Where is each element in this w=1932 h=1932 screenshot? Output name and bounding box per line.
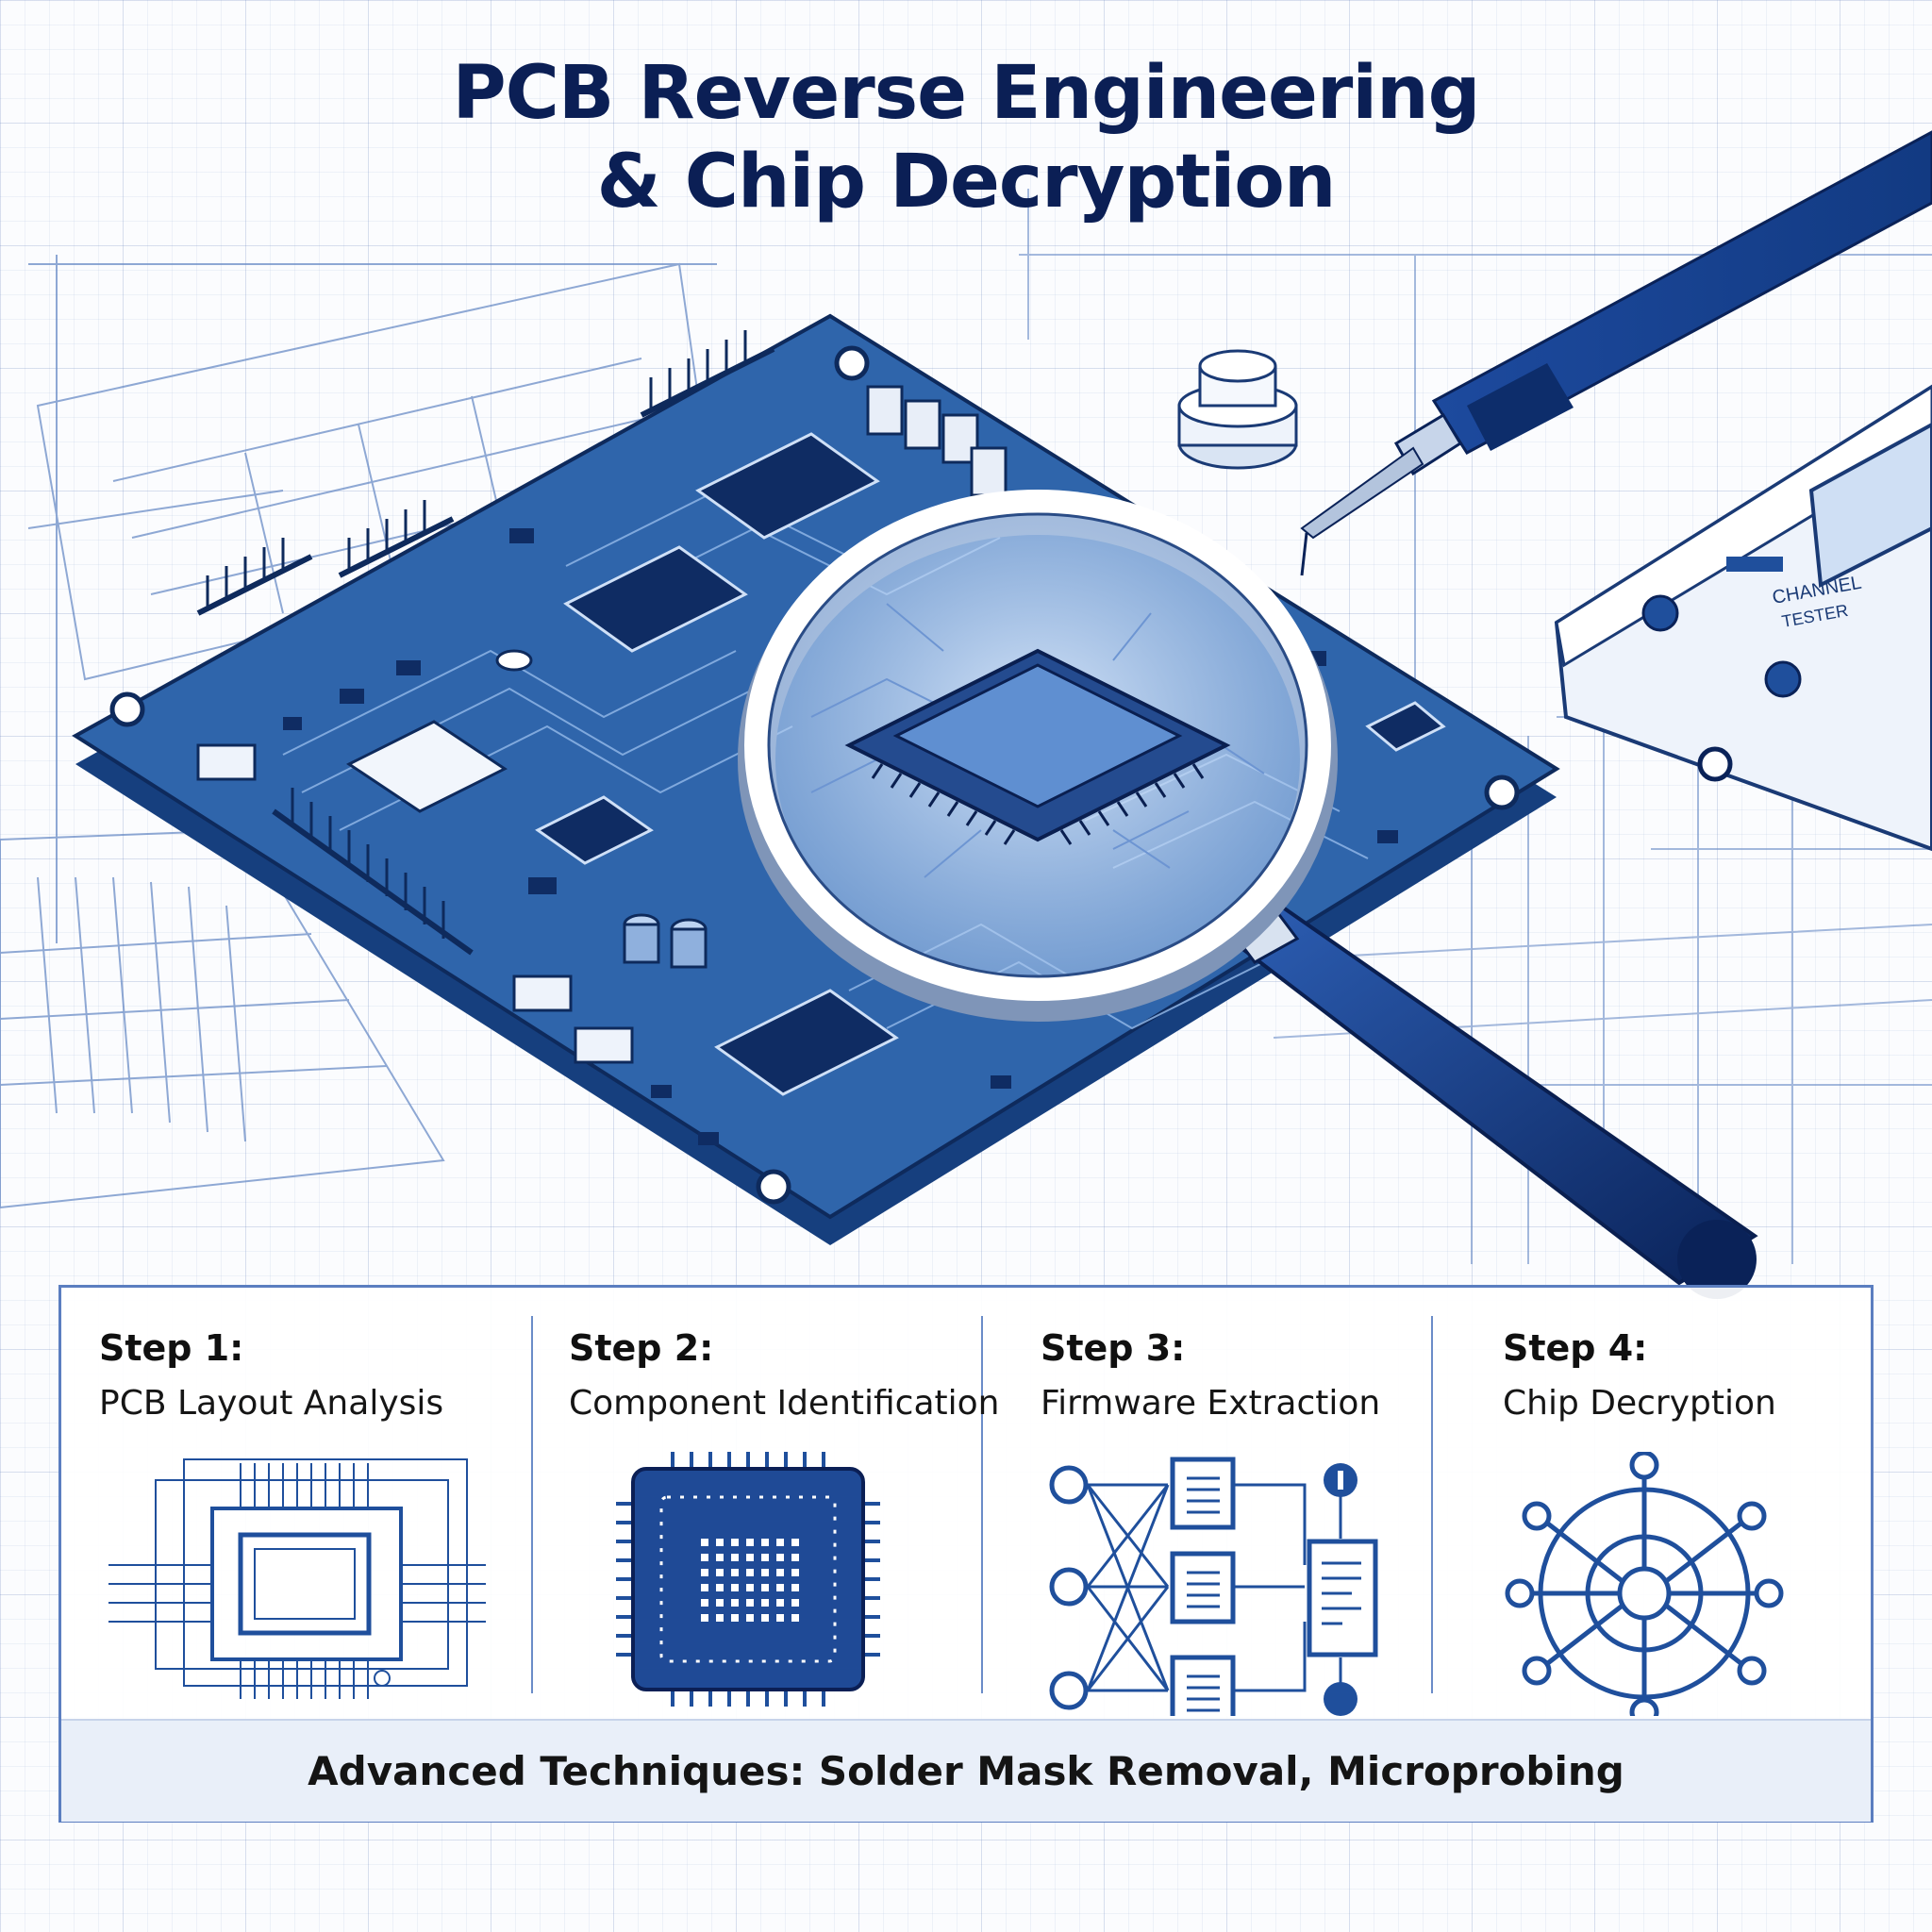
capacitors — [495, 649, 708, 969]
page-title: PCB Reverse Engineering & Chip Decryptio… — [0, 49, 1932, 226]
board-stack-components — [866, 385, 1008, 497]
step-3-number: Step 3: — [1041, 1327, 1186, 1369]
pcb-layout-icon — [108, 1458, 486, 1699]
step-2-title: Component Identification — [569, 1384, 1000, 1423]
footer-band: Advanced Techniques: Solder Mask Removal… — [61, 1719, 1871, 1822]
knob-component — [1177, 349, 1298, 470]
step-1-title: PCB Layout Analysis — [99, 1384, 444, 1423]
soldering-iron — [1300, 130, 1932, 576]
flowchart-icon — [1049, 1457, 1378, 1716]
step-divider-3 — [1431, 1316, 1433, 1693]
step-3-title: Firmware Extraction — [1041, 1384, 1381, 1423]
pin-header-pins — [206, 330, 747, 939]
tester-device — [1554, 384, 1932, 852]
footer-text: Advanced Techniques: Solder Mask Removal… — [308, 1748, 1624, 1794]
title-line-1: PCB Reverse Engineering — [452, 51, 1481, 136]
mounting-holes — [109, 345, 1520, 1205]
chip-icon — [616, 1452, 880, 1707]
ic-chips — [346, 432, 1446, 1096]
steps-panel: Step 1: PCB Layout Analysis Step 2: Comp… — [58, 1285, 1874, 1823]
step-4: Step 4: Chip Decryption — [1503, 1310, 1932, 1839]
step-1-number: Step 1: — [99, 1327, 244, 1369]
step-3: Step 3: Firmware Extraction — [1041, 1310, 1484, 1839]
crystals — [196, 743, 634, 1064]
network-icon — [1505, 1452, 1784, 1716]
step-divider-2 — [981, 1316, 983, 1693]
blueprint-sketch-left — [0, 255, 719, 1209]
pin-headers — [196, 346, 775, 956]
magnifying-glass — [738, 490, 1758, 1299]
step-divider-1 — [531, 1316, 533, 1693]
step-4-number: Step 4: — [1503, 1327, 1648, 1369]
step-2-number: Step 2: — [569, 1327, 714, 1369]
step-1: Step 1: PCB Layout Analysis — [99, 1310, 542, 1839]
step-4-title: Chip Decryption — [1503, 1384, 1776, 1423]
step-2: Step 2: Component Identification — [569, 1310, 1012, 1839]
title-line-2: & Chip Decryption — [596, 140, 1337, 225]
